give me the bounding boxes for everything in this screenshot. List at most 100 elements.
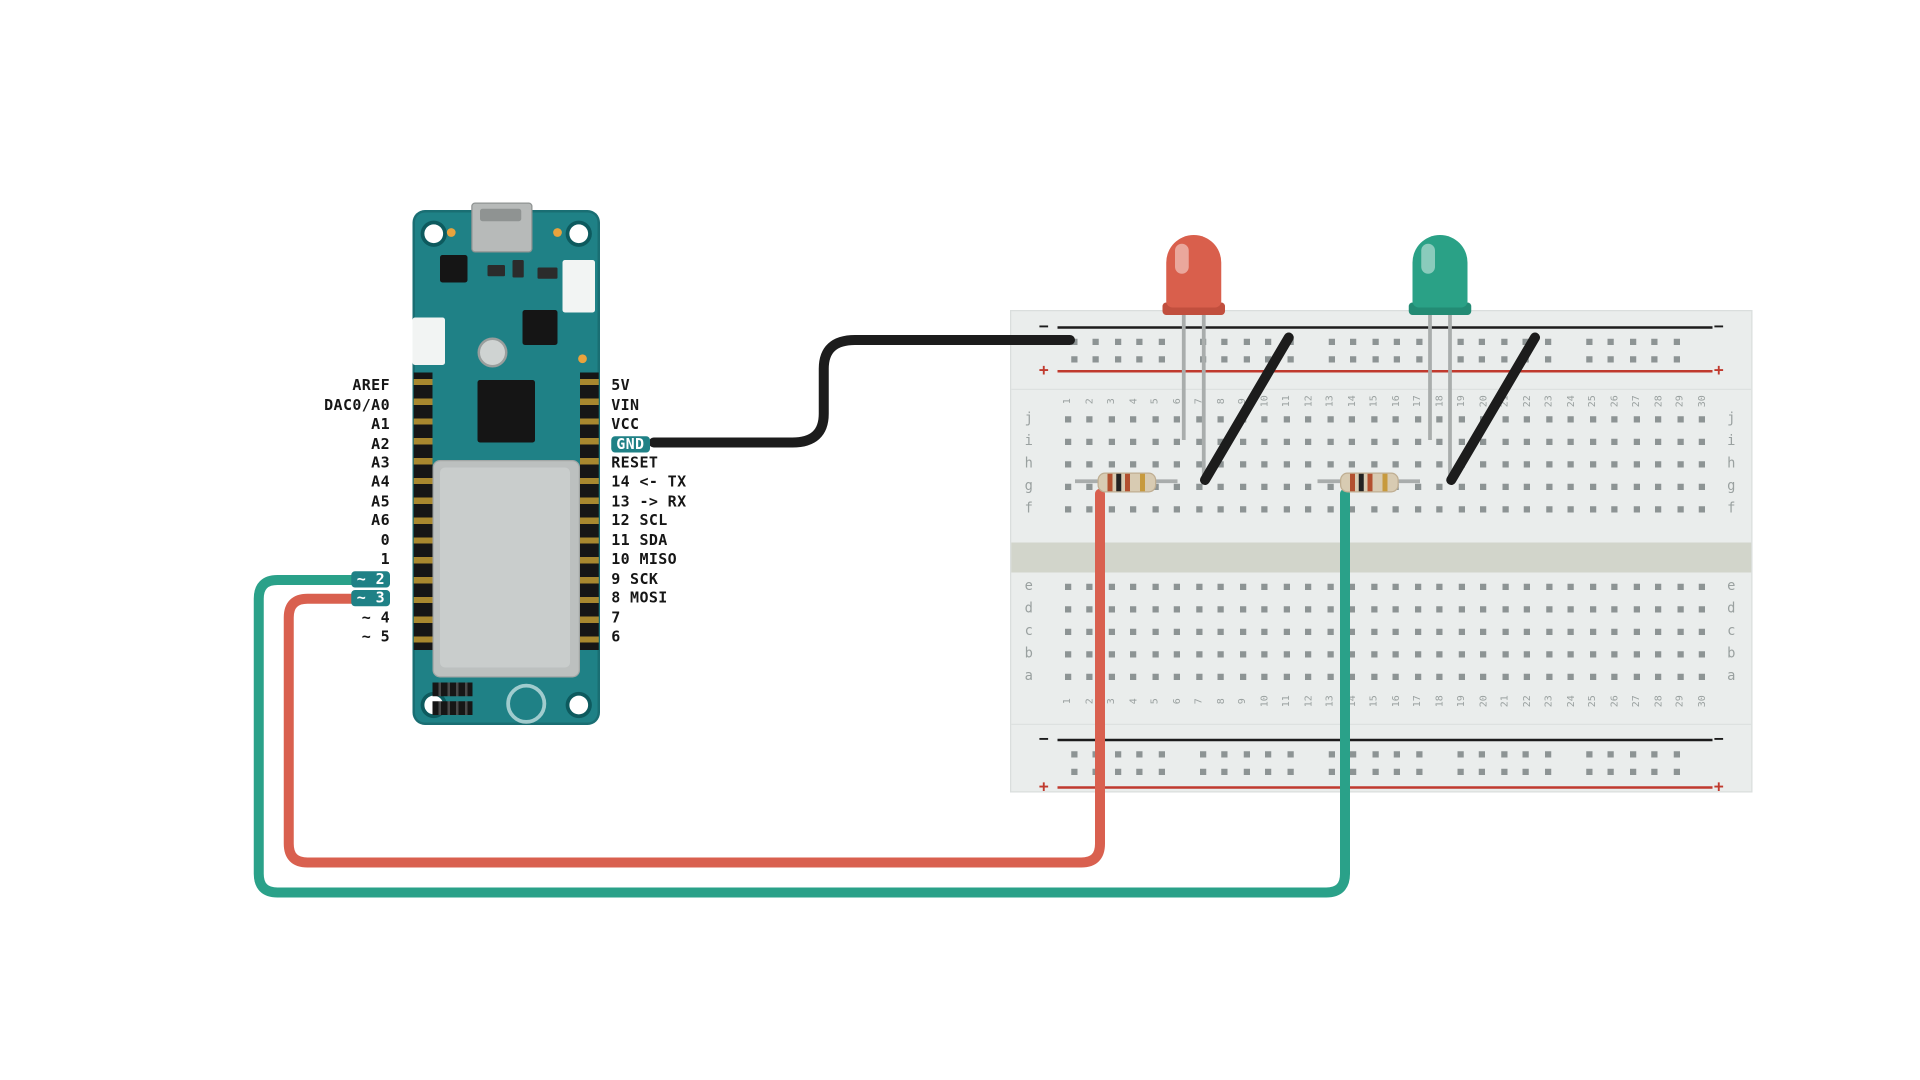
breadboard-hole [1151,438,1159,445]
usb-slot [480,208,522,222]
breadboard-hole [1173,628,1180,635]
breadboard-hole [1655,505,1662,512]
breadboard-hole [1239,605,1246,612]
rail-minus-marker: − [1713,317,1724,337]
resistor-band [1382,473,1388,492]
row-letter: a [1727,667,1736,684]
breadboard-hole [1239,505,1246,512]
breadboard-hole [1070,768,1077,775]
breadboard-hole [1086,605,1093,612]
resistor-band [1350,473,1355,492]
breadboard-hole [1456,338,1464,345]
resistor-band [1367,473,1373,492]
breadboard-hole [1286,355,1294,362]
breadboard-hole [1458,628,1465,635]
breadboard-hole [1501,483,1509,490]
breadboard-hole [1673,750,1680,757]
breadboard-hole [1092,338,1099,345]
pin-label-a5: A5 [371,492,390,510]
breadboard-hole [1607,355,1614,362]
breadboard-hole [1414,605,1421,612]
breadboard-hole [1501,438,1509,445]
pin-label-reset: RESET [611,453,659,472]
breadboard-hole [1370,505,1377,512]
breadboard-hole [1698,505,1705,512]
breadboard-hole [1676,415,1684,422]
breadboard-hole [1436,650,1443,657]
rail-plus-marker: + [1713,361,1724,380]
breadboard-hole [1436,673,1443,680]
breadboard-hole [1500,355,1507,362]
breadboard-hole [1221,338,1228,345]
breadboard-hole [1328,338,1335,345]
breadboard-hole [1173,605,1180,612]
breadboard-hole [1370,415,1377,422]
mounting-hole [569,695,589,715]
breadboard-hole [1501,673,1509,680]
breadboard-hole [1370,650,1377,657]
small-chip [440,255,468,283]
pin-label-14-tx: 14 <- TX [611,473,687,491]
breadboard-hole [1064,673,1071,680]
rf-shield-inner [440,467,570,668]
breadboard-hole [1265,768,1272,775]
rail-minus-marker: − [1713,730,1724,749]
breadboard-hole [1456,355,1464,362]
pin-row: VCC [611,415,639,434]
breadboard-hole [1261,505,1268,512]
breadboard-hole [1392,438,1399,445]
breadboard-hole [1370,583,1377,590]
breadboard-hole [1158,355,1165,362]
breadboard-hole [1414,673,1421,680]
breadboard-hole [1478,750,1485,757]
pin-row: 0 [381,531,390,550]
breadboard-hole [1655,460,1662,467]
breadboard-hole [1328,750,1335,757]
row-letter: b [1727,645,1736,662]
breadboard-hole [1136,750,1143,757]
breadboard-hole [1326,415,1334,422]
breadboard-hole [1414,415,1421,422]
breadboard-hole [1173,583,1180,590]
breadboard-hole [1108,460,1115,467]
breadboard-hole [1545,483,1552,490]
breadboard-hole [1629,338,1636,345]
breadboard-hole [1261,583,1268,590]
breadboard-hole [1195,505,1202,512]
breadboard-hole [1305,583,1312,590]
breadboard-hole [1436,628,1443,635]
breadboard-hole [1173,483,1180,490]
breadboard-hole [1173,438,1180,445]
led-highlight [1175,243,1189,274]
breadboard-hole [1064,460,1071,467]
breadboard-hole [1651,355,1658,362]
breadboard-hole [1567,505,1574,512]
breadboard-hole [1348,460,1355,467]
breadboard-hole [1500,768,1507,775]
breadboard-hole [1070,750,1077,757]
breadboard-hole [1500,338,1507,345]
breadboard-hole [1108,505,1115,512]
breadboard-hole [1108,415,1115,422]
breadboard-hole [1673,355,1680,362]
breadboard-hole [1261,673,1268,680]
breadboard-hole [1130,650,1137,657]
breadboard-hole [1217,650,1224,657]
breadboard-hole [1283,583,1290,590]
breadboard-hole [1393,355,1400,362]
white-module [412,317,445,365]
breadboard-hole [1130,673,1137,680]
breadboard-hole [1651,750,1658,757]
breadboard-hole [1326,673,1334,680]
breadboard-hole [1478,768,1485,775]
pin-header-right [580,372,599,650]
pin-row: 12 SCL [611,511,667,530]
breadboard-hole [1589,438,1596,445]
breadboard-hole [1151,650,1159,657]
breadboard-hole [1458,438,1465,445]
pin-row: 6 [611,627,620,646]
breadboard-hole [1458,605,1465,612]
pin-label-12-scl: 12 SCL [611,511,668,530]
